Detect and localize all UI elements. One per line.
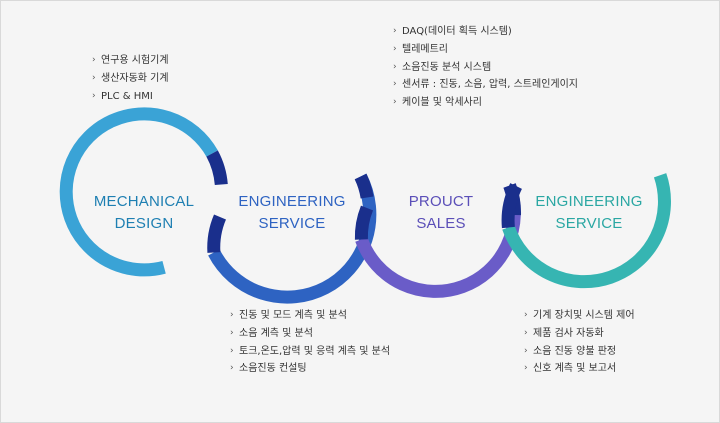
engineering-service-2-list: ›기계 장치및 시스템 제어 ›제품 검사 자동화 ›소음 진동 양불 판정 ›… [524, 307, 635, 378]
list-item: ›소음 진동 양불 판정 [524, 343, 635, 361]
bullet-icon: › [92, 72, 96, 83]
list-item: ›센서류 : 진동, 소음, 압력, 스트레인게이지 [393, 76, 578, 94]
ring-title-mechanical-line2: DESIGN [115, 215, 174, 232]
bullet-icon: › [393, 43, 397, 54]
bullet-icon: › [524, 327, 528, 338]
engineering-service-ring-2 [502, 173, 671, 289]
product-sales-list: ›DAQ(데이터 획득 시스템) ›텔레메트리 ›소음진동 분석 시스템 ›센서… [393, 23, 578, 112]
bullet-icon: › [393, 61, 397, 72]
overlap-segment [207, 214, 227, 253]
overlap-segment [501, 183, 523, 229]
mechanical-design-list: ›연구용 시험기계 ›생산자동화 기계 ›PLC & HMI [92, 52, 169, 105]
list-item: ›텔레메트리 [393, 41, 578, 59]
mechanical-design-ring [59, 107, 218, 277]
bullet-icon: › [230, 310, 234, 320]
ring-title-engineering1-line2: SERVICE [259, 215, 326, 232]
ring-title-sales-line2: SALES [416, 215, 465, 232]
list-item: ›DAQ(데이터 획득 시스템) [393, 23, 578, 41]
ring-title-engineering1-line1: ENGINEERING [238, 193, 345, 210]
list-item: ›PLC & HMI [92, 88, 169, 106]
bullet-icon: › [524, 310, 528, 320]
bullet-icon: › [524, 345, 528, 356]
bullet-icon: › [393, 79, 397, 90]
list-item: ›케이블 및 악세사리 [393, 94, 578, 112]
list-item: ›소음진동 컨설팅 [230, 360, 390, 378]
list-item: ›토크,온도,압력 및 응력 계측 및 분석 [230, 343, 390, 361]
overlap-segment [354, 205, 374, 240]
overlap-segment [354, 173, 374, 199]
bullet-icon: › [230, 327, 234, 338]
bullet-icon: › [393, 26, 397, 36]
bullet-icon: › [92, 90, 96, 101]
engineering-service-1-list: ›진동 및 모드 계측 및 분석 ›소음 계측 및 분석 ›토크,온도,압력 및… [230, 307, 390, 378]
ring-title-sales-line1: PROUCT [409, 193, 474, 210]
bullet-icon: › [230, 363, 234, 374]
list-item: ›신호 계측 및 보고서 [524, 360, 635, 378]
ring-title-engineering2-line2: SERVICE [556, 215, 623, 232]
bullet-icon: › [92, 55, 96, 65]
list-item: ›소음진동 분석 시스템 [393, 59, 578, 77]
list-item: ›소음 계측 및 분석 [230, 325, 390, 343]
bullet-icon: › [524, 363, 528, 374]
list-item: ›제품 검사 자동화 [524, 325, 635, 343]
ring-title-engineering2-line1: ENGINEERING [535, 193, 642, 210]
list-item: ›기계 장치및 시스템 제어 [524, 307, 635, 325]
bullet-icon: › [230, 345, 234, 356]
list-item: ›진동 및 모드 계측 및 분석 [230, 307, 390, 325]
list-item: ›생산자동화 기계 [92, 70, 169, 88]
overlap-segment [206, 150, 228, 186]
ring-title-mechanical-line1: MECHANICAL [94, 193, 194, 210]
bullet-icon: › [393, 97, 397, 108]
list-item: ›연구용 시험기계 [92, 52, 169, 70]
